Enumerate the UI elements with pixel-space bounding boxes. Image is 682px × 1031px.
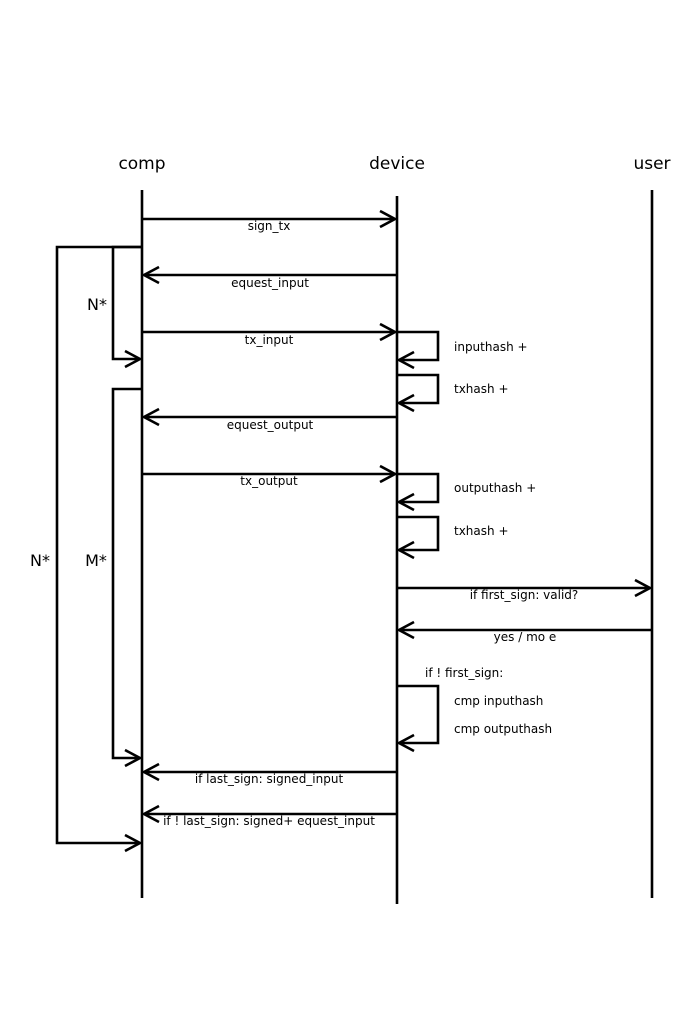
message-signed-request-input: if ! last_sign: signed+ equest_input: [163, 814, 375, 828]
note-not-first-sign: if ! first_sign:: [425, 666, 503, 680]
message-signed-input: if last_sign: signed_input: [195, 772, 344, 786]
note-cmp-inputhash: cmp inputhash: [454, 694, 543, 708]
self-arrow-outputhash: [396, 472, 440, 512]
arrow-tx-output: [142, 464, 398, 484]
message-tx-output: tx_output: [240, 474, 298, 488]
note-txhash-1: txhash +: [454, 382, 509, 396]
message-yes-more: yes / mo e: [494, 630, 557, 644]
note-cmp-outputhash: cmp outputhash: [454, 722, 552, 736]
arrow-sign-tx: [142, 209, 398, 229]
arrow-yes-more: [396, 620, 652, 640]
self-arrow-inputhash: [396, 330, 440, 370]
loop-bracket-inputs: [111, 245, 143, 369]
note-inputhash: inputhash +: [454, 340, 528, 354]
loop-label-outputs: M*: [85, 551, 107, 570]
arrow-signed-input: [141, 762, 397, 782]
loop-bracket-outer: [55, 245, 143, 853]
actor-device-label: device: [369, 154, 425, 174]
loop-label-inputs: N*: [87, 295, 107, 314]
self-arrow-compare: [396, 684, 440, 753]
self-arrow-txhash-2: [396, 515, 440, 560]
self-arrow-txhash-1: [396, 373, 440, 413]
actor-user-label: user: [633, 154, 670, 174]
message-valid: if first_sign: valid?: [470, 588, 579, 602]
note-outputhash: outputhash +: [454, 481, 536, 495]
arrow-request-output: [141, 407, 397, 427]
message-request-input: equest_input: [231, 276, 309, 290]
arrow-tx-input: [142, 322, 398, 342]
message-request-output: equest_output: [227, 418, 314, 432]
message-tx-input: tx_input: [245, 333, 294, 347]
message-sign-tx: sign_tx: [248, 219, 291, 233]
arrow-request-input: [141, 265, 397, 285]
loop-bracket-outputs: [111, 387, 143, 768]
loop-label-outer: N*: [30, 551, 50, 570]
note-txhash-2: txhash +: [454, 524, 509, 538]
actor-comp-label: comp: [118, 154, 165, 174]
arrow-valid: [397, 578, 653, 598]
arrow-signed-request-input: [141, 804, 397, 824]
